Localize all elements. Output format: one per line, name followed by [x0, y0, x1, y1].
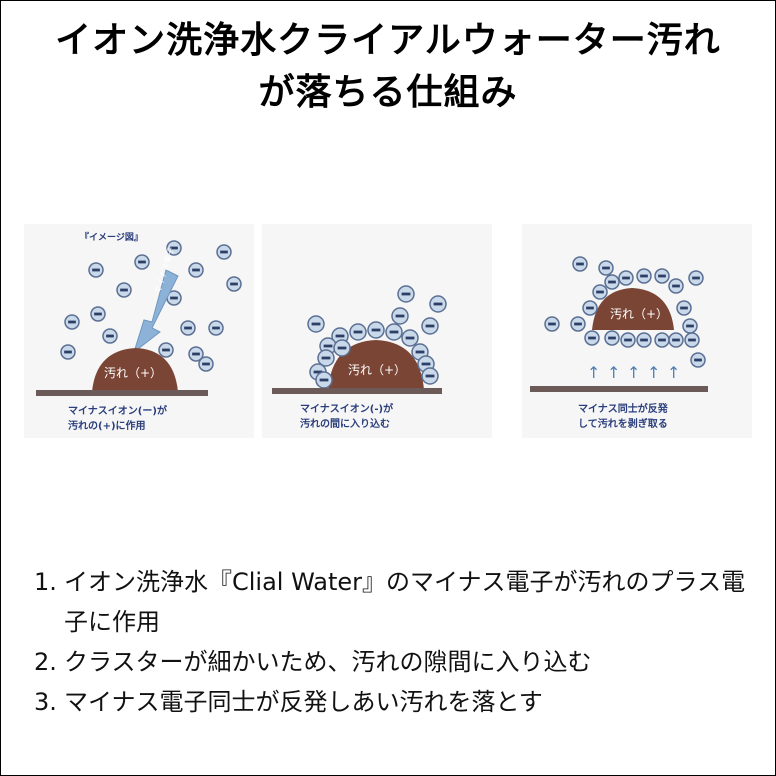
ground-bar: [530, 386, 708, 392]
up-arrow-icon: ↑: [647, 363, 660, 382]
minus-ion-icon: [226, 276, 242, 292]
dirt-label: 汚れ（+）: [104, 366, 162, 380]
minus-ion-icon: [391, 307, 409, 325]
minus-ion-icon: [216, 244, 232, 260]
minus-ion-icon: [598, 260, 614, 276]
minus-ion-icon: [333, 339, 351, 357]
minus-ion-icon: [385, 323, 403, 341]
title-line-2: が落ちる仕組み: [258, 71, 518, 113]
minus-ion-icon: [90, 306, 106, 322]
minus-ion-icon: [166, 240, 182, 256]
minus-ion-icon: [654, 268, 670, 284]
ground-bar: [36, 390, 208, 396]
image-tag-label: 『イメージ図』: [80, 231, 143, 243]
panel-3-ions: [544, 256, 706, 368]
minus-ion-icon: [620, 332, 636, 348]
minus-ion-icon: [668, 332, 684, 348]
minus-ion-icon: [158, 342, 174, 358]
minus-ion-icon: [64, 314, 80, 330]
caption-line-2: 汚れの間に入り込む: [300, 419, 390, 430]
minus-ion-icon: [367, 321, 385, 339]
minus-ion-icon: [397, 285, 415, 303]
minus-ion-icon: [654, 332, 670, 348]
diagram-panel-3: 汚れ（+） ↑ ↑ ↑ ↑ ↑ マイナス同士が反発 して汚れを剥ぎ取る: [522, 224, 752, 438]
minus-ion-icon: [544, 316, 560, 332]
minus-ion-icon: [421, 367, 439, 385]
panel-2-ions: [307, 285, 447, 389]
step-text: イオン洗浄水『Clial Water』のマイナス電子が汚れのプラス電子に作用: [64, 568, 746, 636]
minus-ion-icon: [592, 284, 608, 300]
up-arrow-icon: ↑: [627, 363, 640, 382]
minus-ion-icon: [684, 332, 700, 348]
minus-ion-icon: [636, 332, 652, 348]
minus-ion-icon: [208, 320, 224, 336]
minus-ion-icon: [604, 274, 620, 290]
minus-ion-icon: [636, 268, 652, 284]
caption-line-1: マイナスイオン(ー)が: [68, 406, 167, 417]
minus-ion-icon: [668, 278, 684, 294]
minus-ion-icon: [307, 315, 325, 333]
panel-3-up-arrows: ↑ ↑ ↑ ↑ ↑: [587, 363, 680, 382]
minus-ion-icon: [349, 323, 367, 341]
step-number: 3.: [34, 688, 57, 716]
panel-1-ions: [60, 240, 242, 372]
minus-ion-icon: [421, 317, 439, 335]
panel-2-caption: マイナスイオン(-)が 汚れの間に入り込む: [300, 402, 530, 432]
minus-ion-icon: [401, 329, 419, 347]
minus-ion-icon: [676, 300, 692, 316]
minus-ion-icon: [584, 330, 600, 346]
panel-1-illustration: 『イメージ図』 マイナス電子 汚れ（+）: [36, 231, 242, 396]
minus-ion-icon: [134, 254, 150, 270]
caption-line-2: して汚れを剥ぎ取る: [578, 419, 668, 430]
diagram-panel-2: 汚れ（+） マイナスイオン(-)が 汚れの間に入り込む: [262, 224, 492, 438]
dirt-blob: [592, 288, 674, 330]
page-title: イオン洗浄水クライアルウォーター汚れ が落ちる仕組み: [0, 14, 776, 118]
steps-list: 1. イオン洗浄水『Clial Water』のマイナス電子が汚れのプラス電子に作…: [34, 562, 754, 722]
step-item-3: 3. マイナス電子同士が反発しあい汚れを落とす: [34, 682, 754, 722]
minus-ion-icon: [582, 300, 598, 316]
ground-bar: [272, 388, 442, 394]
step-number: 1.: [34, 568, 57, 596]
minus-ion-icon: [690, 352, 706, 368]
dirt-blob: [92, 348, 178, 392]
panel-2-illustration: 汚れ（+）: [272, 285, 447, 394]
panel-3-illustration: 汚れ（+） ↑ ↑ ↑ ↑ ↑: [530, 256, 708, 392]
minus-ion-icon: [429, 295, 447, 313]
panel-3-caption: マイナス同士が反発 して汚れを剥ぎ取る: [578, 402, 776, 432]
minus-ion-icon: [116, 282, 132, 298]
minus-ion-icon: [198, 356, 214, 372]
caption-line-1: マイナスイオン(-)が: [300, 404, 394, 415]
dirt-blob: [328, 340, 424, 390]
minus-ion-icon: [88, 262, 104, 278]
step-item-2: 2. クラスターが細かいため、汚れの隙間に入り込む: [34, 642, 754, 682]
minus-ion-icon: [188, 262, 204, 278]
minus-ion-icon: [315, 371, 333, 389]
step-text: マイナス電子同士が反発しあい汚れを落とす: [64, 688, 543, 716]
minus-ion-icon: [570, 316, 586, 332]
dirt-label: 汚れ（+）: [610, 307, 668, 321]
title-line-1: イオン洗浄水クライアルウォーター汚れ: [55, 19, 721, 61]
dirt-label: 汚れ（+）: [348, 363, 406, 377]
up-arrow-icon: ↑: [607, 363, 620, 382]
minus-ion-icon: [604, 330, 620, 346]
minus-ion-icon: [317, 349, 335, 367]
minus-ion-icon: [618, 270, 634, 286]
minus-ion-icon: [60, 344, 76, 360]
panel-1-caption: マイナスイオン(ー)が 汚れの(+)に作用: [68, 404, 298, 434]
step-item-1: 1. イオン洗浄水『Clial Water』のマイナス電子が汚れのプラス電子に作…: [34, 562, 754, 642]
minus-ion-icon: [102, 328, 118, 344]
up-arrow-icon: ↑: [587, 363, 600, 382]
up-arrow-icon: ↑: [667, 363, 680, 382]
caption-line-2: 汚れの(+)に作用: [68, 421, 146, 432]
minus-ion-icon: [188, 346, 204, 362]
minus-ion-icon: [682, 318, 698, 334]
minus-ion-icon: [572, 256, 588, 272]
minus-ion-icon: [688, 270, 704, 286]
caption-line-1: マイナス同士が反発: [578, 404, 668, 415]
minus-ion-icon: [180, 320, 196, 336]
step-text: クラスターが細かいため、汚れの隙間に入り込む: [64, 648, 592, 676]
step-number: 2.: [34, 648, 57, 676]
diagram-panel-1: 『イメージ図』 マイナス電子 汚れ（+） マイナスイオン(ー)が 汚れの(+)に…: [24, 224, 254, 438]
